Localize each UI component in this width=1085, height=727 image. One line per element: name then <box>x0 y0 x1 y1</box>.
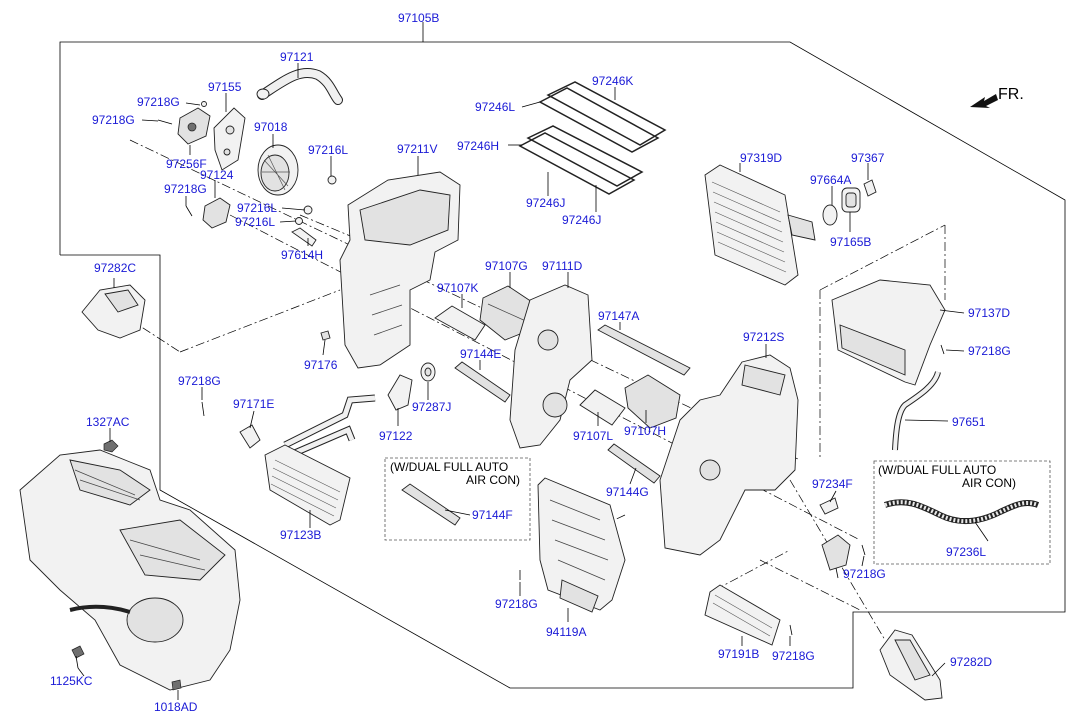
note-dual-left-line1: (W/DUAL FULL AUTO <box>390 460 508 474</box>
duct-right-part <box>879 629 943 701</box>
label-actuator-left: 97256F <box>166 157 207 171</box>
label-drain-hose: 97651 <box>952 415 986 429</box>
label-screw-h: 97218G <box>968 344 1011 358</box>
case-upper-part <box>339 171 461 369</box>
actuator-left-part <box>177 107 211 145</box>
label-screw-a: 97218G <box>137 95 180 109</box>
note-dual-right-line2: AIR CON) <box>962 476 1016 490</box>
label-door-h: 97107H <box>624 424 666 438</box>
label-lever: 97122 <box>379 429 413 443</box>
actuator-right-part <box>821 534 851 571</box>
label-duct-center: 94119A <box>546 625 586 639</box>
label-door-g: 97107G <box>485 259 528 273</box>
blower-motor-part <box>257 144 299 196</box>
label-link-a: 97147A <box>598 309 639 323</box>
label-screw-g: 97218G <box>178 374 221 388</box>
label-screw-e: 97216L <box>237 201 277 215</box>
label-door-k: 97107K <box>437 281 478 295</box>
label-screw-f: 97216L <box>235 215 275 229</box>
evaporator-part <box>704 164 816 286</box>
label-bolt-b: 1018AD <box>154 700 198 714</box>
label-seal-small: 97176 <box>304 358 338 372</box>
door-l-part <box>579 389 626 426</box>
label-pipe-clamp: 97171E <box>233 397 274 411</box>
label-motor: 97018 <box>254 120 288 134</box>
case-center-part <box>509 284 593 449</box>
label-ptc-heater: 97191B <box>718 647 759 661</box>
label-screw-k: 97218G <box>772 649 815 663</box>
label-duct-right: 97282D <box>950 655 992 669</box>
note-dual-left-line2: AIR CON) <box>466 473 520 487</box>
grommets-part <box>822 179 877 226</box>
pipe-clamp-part <box>239 424 261 449</box>
heater-core-part <box>264 394 376 526</box>
label-filter-cover-l: 97246L <box>475 100 515 114</box>
label-grommet-b: 97165B <box>830 235 871 249</box>
label-evaporator: 97319D <box>740 151 782 165</box>
lever-part <box>387 374 413 411</box>
seal-part <box>819 497 839 515</box>
hose-top-part <box>256 67 343 105</box>
duct-center-part <box>537 477 626 613</box>
bracket-top-part <box>213 107 246 171</box>
dual-auto-box-right <box>873 460 1051 565</box>
label-seal-f: 97234F <box>812 477 853 491</box>
label-bushing: 97287J <box>412 400 451 414</box>
ptc-heater-part <box>704 584 781 646</box>
label-bolt-a: 1125KC <box>50 674 93 688</box>
drain-pan-part <box>831 279 946 386</box>
case-lower-part <box>659 354 799 556</box>
label-filter-h: 97246H <box>457 139 499 153</box>
wire-harness-part <box>884 499 1040 525</box>
label-bolt-top: 1327AC <box>86 415 130 429</box>
dual-auto-notes: (W/DUAL FULL AUTO AIR CON) (W/DUAL FULL … <box>390 460 1016 490</box>
door-h-part <box>624 374 681 429</box>
label-door-l: 97107L <box>573 429 613 443</box>
label-screw-j: 97218G <box>495 597 538 611</box>
label-link-e: 97144E <box>460 347 501 361</box>
label-bracket-top: 97155 <box>208 80 242 94</box>
label-case-center: 97111D <box>542 259 583 273</box>
label-filter-j2: 97246J <box>562 213 601 227</box>
label-link-g: 97144G <box>606 485 649 499</box>
label-grommet-a: 97664A <box>810 173 851 187</box>
note-dual-right-line1: (W/DUAL FULL AUTO <box>878 463 996 477</box>
front-direction-label: FR. <box>998 86 1024 103</box>
bushing-part <box>420 362 436 382</box>
part-labels: 97105B 97121 97155 97218G 97218G 97018 9… <box>50 11 1011 714</box>
label-drain-pan: 97137D <box>968 306 1010 320</box>
dual-auto-box-left <box>384 457 531 541</box>
label-filter-cover-k: 97246K <box>592 74 633 88</box>
duct-left-part <box>81 284 146 339</box>
label-link-f: 97144F <box>472 508 513 522</box>
label-actuator-small: 97124 <box>200 168 234 182</box>
label-screw-c: 97218G <box>164 182 207 196</box>
label-assembly: 97105B <box>398 11 439 25</box>
bolt-icons <box>71 439 182 691</box>
hvac-unit-part <box>19 449 241 691</box>
label-wire-harness: 97236L <box>946 545 986 559</box>
leader-lines <box>77 63 989 700</box>
label-screw-b: 97218G <box>92 113 135 127</box>
label-screw-d: 97216L <box>308 143 348 157</box>
label-case-lower: 97212S <box>743 330 784 344</box>
assembly-outline <box>59 22 1066 689</box>
door-k-part <box>434 305 486 341</box>
label-duct-left: 97282C <box>94 261 136 275</box>
label-heater-core: 97123B <box>280 528 321 542</box>
actuator-small-part <box>202 197 231 229</box>
label-hose-top: 97121 <box>280 50 314 64</box>
label-case-upper: 97211V <box>397 142 437 156</box>
label-screw-i: 97218G <box>843 567 886 581</box>
link-parts <box>401 324 691 526</box>
label-sensor: 97614H <box>281 248 323 262</box>
front-arrow-icon <box>970 94 998 108</box>
drain-hose-part <box>892 371 941 451</box>
label-filter-j1: 97246J <box>526 196 565 210</box>
filter-set-part <box>518 81 667 195</box>
label-clip: 97367 <box>851 151 885 165</box>
